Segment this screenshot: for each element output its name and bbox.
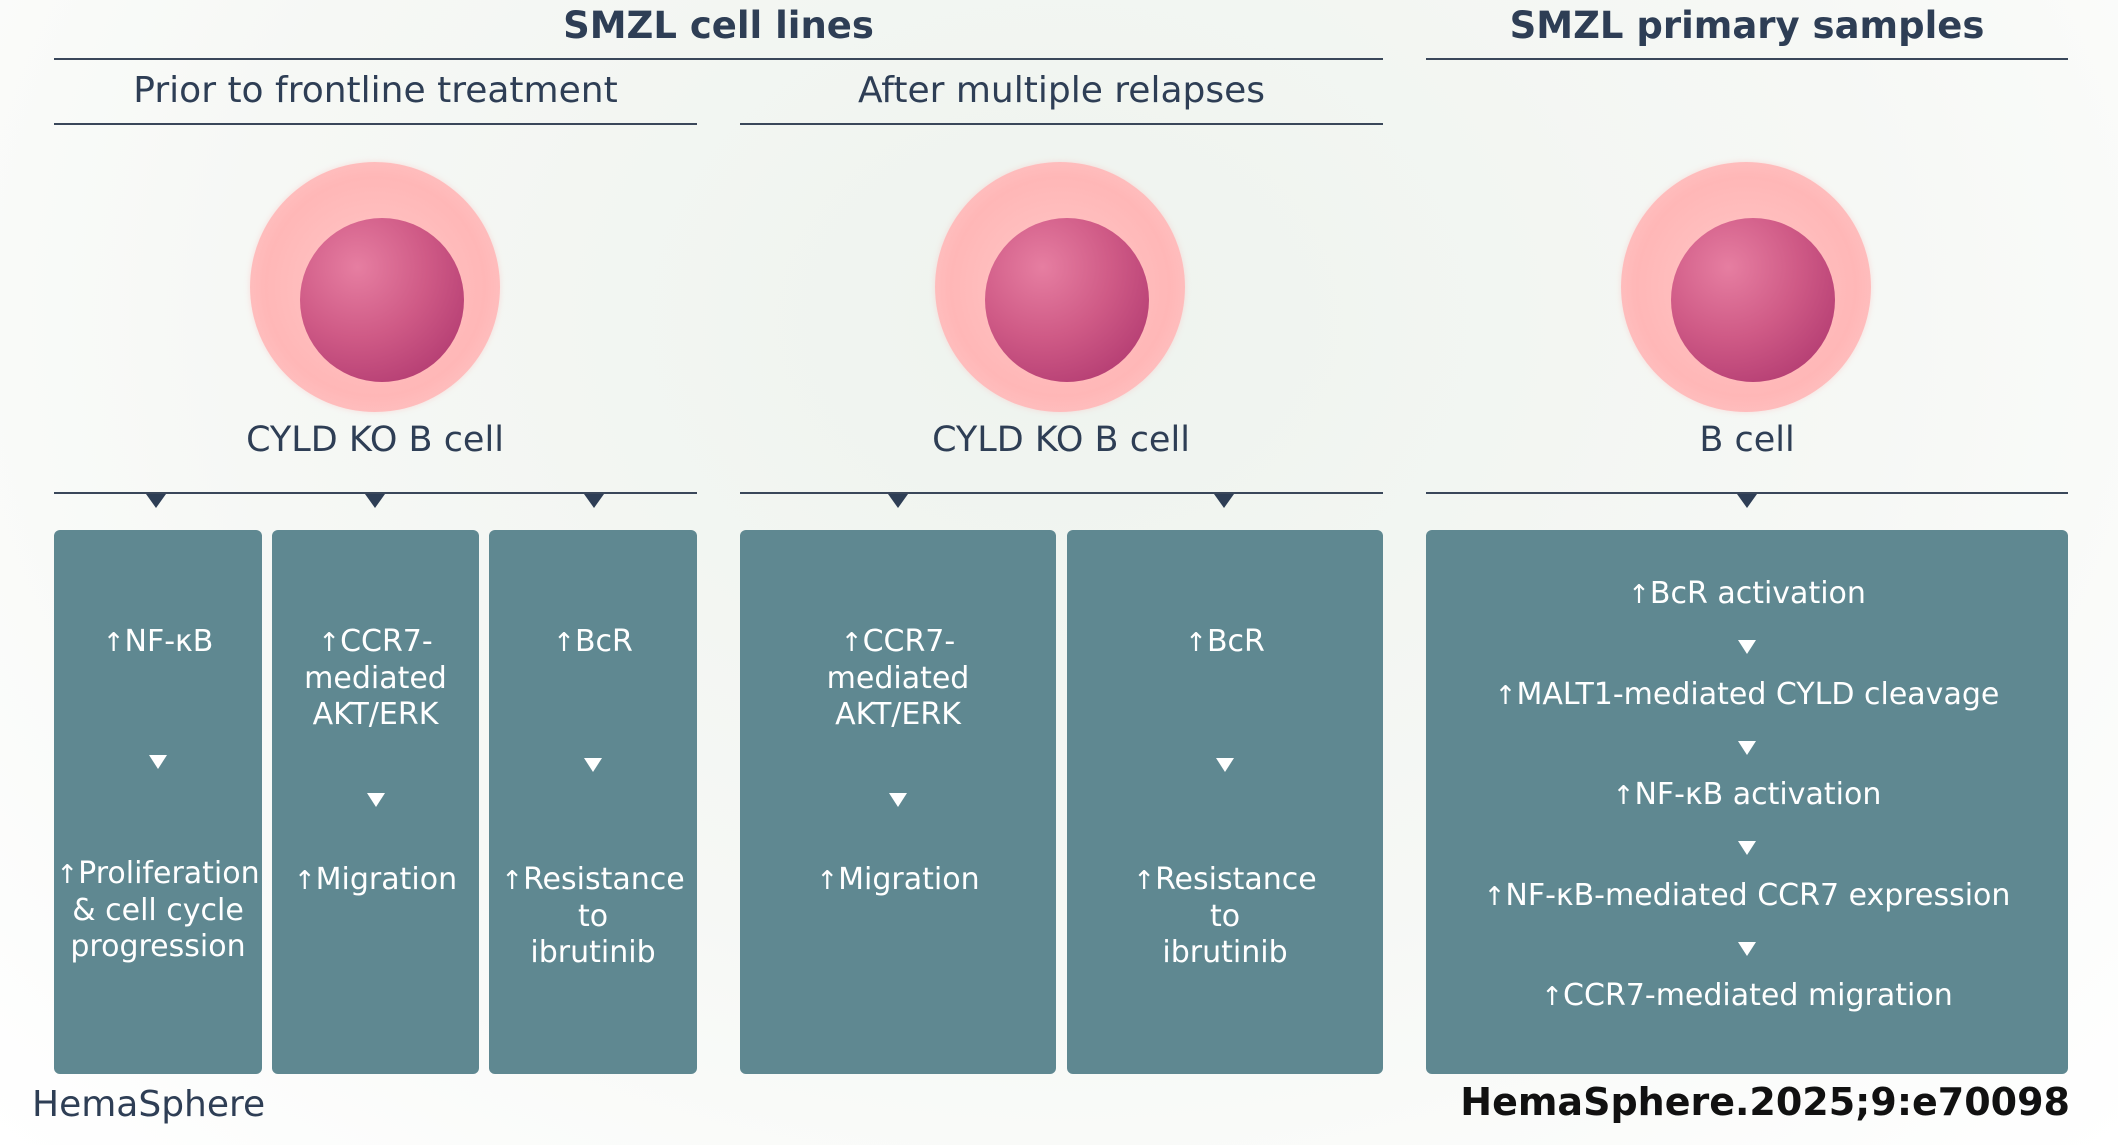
up-arrow-icon: ↑ xyxy=(1541,982,1564,1012)
up-arrow-icon: ↑ xyxy=(1483,882,1506,912)
up-arrow-icon: ↑ xyxy=(1133,866,1156,896)
journal-logo: HemaSphere xyxy=(32,1084,266,1125)
up-arrow-icon: ↑ xyxy=(1494,681,1517,711)
caret-down-icon xyxy=(365,494,385,508)
arrow-down-icon xyxy=(1738,942,1756,956)
up-arrow-icon: ↑ xyxy=(501,866,524,896)
box-top-text: ↑BcR xyxy=(1185,624,1265,659)
box-primary-pathway: ↑BcR activation ↑MALT1-mediated CYLD cle… xyxy=(1426,530,2068,1074)
branch-rule-primary xyxy=(1426,492,2068,494)
box-ccr7-migration-prior: ↑CCR7- mediated AKT/ERK ↑Migration xyxy=(272,530,479,1074)
box-bcr-resistance-relapse: ↑BcR ↑Resistance to ibrutinib xyxy=(1067,530,1383,1074)
up-arrow-icon: ↑ xyxy=(293,866,316,896)
arrow-down-icon xyxy=(1738,741,1756,755)
cell-lines-rule xyxy=(54,58,1383,60)
box-top-text: ↑CCR7- mediated AKT/ERK xyxy=(304,624,447,732)
cell-label-right: B cell xyxy=(1699,420,1795,460)
arrow-down-icon xyxy=(1738,841,1756,855)
b-cell-right xyxy=(1621,162,1871,412)
box-bottom-text: ↑Resistance to ibrutinib xyxy=(1133,862,1317,970)
arrow-down-icon xyxy=(1216,758,1234,772)
pathway-step: ↑CCR7-mediated migration xyxy=(1541,978,1953,1013)
up-arrow-icon: ↑ xyxy=(840,628,863,658)
box-nfkb-proliferation: ↑NF-κB ↑Proliferation & cell cycle progr… xyxy=(54,530,262,1074)
up-arrow-icon: ↑ xyxy=(56,860,79,890)
pathway-step: ↑MALT1-mediated CYLD cleavage xyxy=(1494,677,2000,712)
box-ccr7-migration-relapse: ↑CCR7- mediated AKT/ERK ↑Migration xyxy=(740,530,1056,1074)
box-top-text: ↑CCR7- mediated AKT/ERK xyxy=(826,624,970,732)
prior-frontline-header: Prior to frontline treatment xyxy=(133,70,618,111)
branch-rule-relapse xyxy=(740,492,1383,494)
prior-frontline-rule xyxy=(54,123,697,125)
arrow-down-icon xyxy=(149,755,167,769)
cell-lines-header: SMZL cell lines xyxy=(563,4,874,47)
caret-down-icon xyxy=(1737,494,1757,508)
arrow-down-icon xyxy=(584,758,602,772)
after-relapses-header: After multiple relapses xyxy=(857,70,1266,111)
box-bottom-text: ↑Proliferation & cell cycle progression xyxy=(56,856,260,964)
up-arrow-icon: ↑ xyxy=(102,628,125,658)
up-arrow-icon: ↑ xyxy=(1628,580,1650,610)
arrow-down-icon xyxy=(1738,640,1756,654)
pathway-step: ↑BcR activation xyxy=(1628,576,1866,611)
box-top-text: ↑NF-κB xyxy=(102,624,214,659)
branch-rule-prior xyxy=(54,492,697,494)
up-arrow-icon: ↑ xyxy=(1612,781,1635,811)
up-arrow-icon: ↑ xyxy=(816,866,839,896)
up-arrow-icon: ↑ xyxy=(553,628,575,658)
box-bottom-text: ↑Migration xyxy=(816,862,980,897)
pathway-step: ↑NF-κB activation xyxy=(1612,777,1882,812)
caret-down-icon xyxy=(146,494,166,508)
primary-samples-header: SMZL primary samples xyxy=(1509,4,1985,47)
up-arrow-icon: ↑ xyxy=(318,628,341,658)
citation: HemaSphere.2025;9:e70098 xyxy=(1460,1080,2070,1124)
box-top-text: ↑BcR xyxy=(553,624,633,659)
box-bottom-text: ↑Migration xyxy=(293,862,458,897)
cyld-ko-b-cell-middle xyxy=(935,162,1185,412)
caret-down-icon xyxy=(584,494,604,508)
arrow-down-icon xyxy=(889,793,907,807)
pathway-step: ↑NF-κB-mediated CCR7 expression xyxy=(1483,878,2011,913)
cell-label-left: CYLD KO B cell xyxy=(246,420,504,460)
box-bcr-resistance-prior: ↑BcR ↑Resistance to ibrutinib xyxy=(489,530,697,1074)
cyld-ko-b-cell-left xyxy=(250,162,500,412)
arrow-down-icon xyxy=(366,793,385,807)
nucleus xyxy=(1671,218,1835,382)
box-bottom-text: ↑Resistance to ibrutinib xyxy=(501,862,685,970)
nucleus xyxy=(300,218,464,382)
cell-label-middle: CYLD KO B cell xyxy=(932,420,1190,460)
caret-down-icon xyxy=(888,494,908,508)
up-arrow-icon: ↑ xyxy=(1185,628,1207,658)
caret-down-icon xyxy=(1214,494,1234,508)
after-relapses-rule xyxy=(740,123,1383,125)
primary-samples-rule xyxy=(1426,58,2068,60)
nucleus xyxy=(985,218,1149,382)
